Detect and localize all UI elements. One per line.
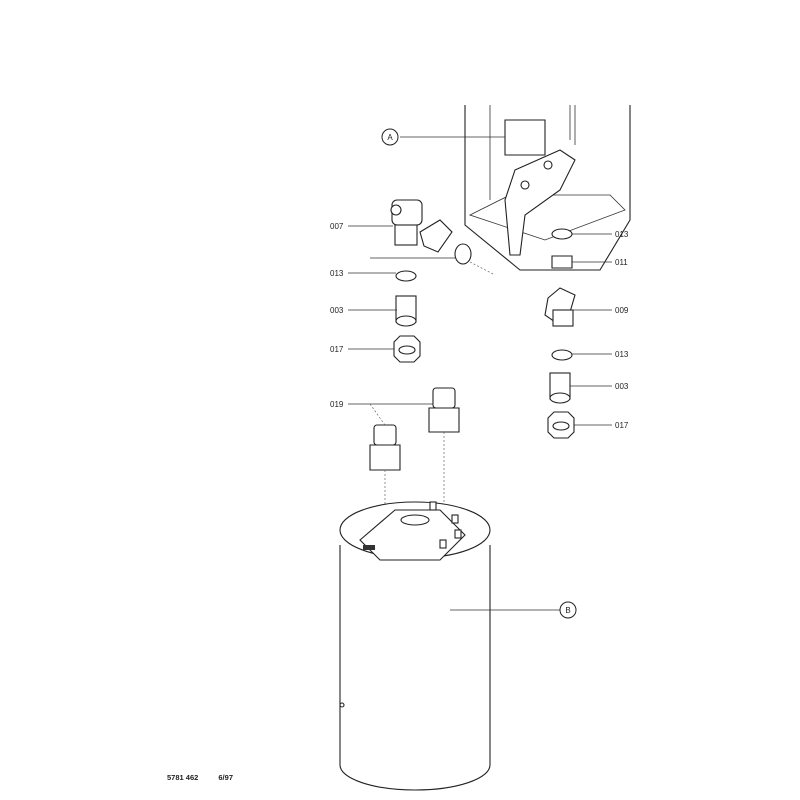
callout-a: A xyxy=(381,128,399,146)
part-label: 013 xyxy=(615,350,629,359)
part-label: 013 xyxy=(615,230,629,239)
part-label: 011 xyxy=(615,258,628,267)
pipe-003-right xyxy=(549,372,571,404)
footer: 5781 462 6/97 xyxy=(167,773,251,782)
seal-013 xyxy=(395,270,417,282)
part-label: 003 xyxy=(615,382,629,391)
fittings-019 xyxy=(369,387,460,545)
valve-007 xyxy=(390,199,453,253)
nut-017-right xyxy=(547,411,575,439)
part-label: 019 xyxy=(330,400,344,409)
part-label: 013 xyxy=(330,269,344,278)
callout-b: B xyxy=(559,601,577,619)
pipe-003 xyxy=(395,295,417,327)
seal-013-right xyxy=(551,228,573,240)
seal-ring xyxy=(454,243,472,265)
part-label: 017 xyxy=(330,345,344,354)
nipple-011 xyxy=(551,255,573,269)
part-label: 007 xyxy=(330,222,344,231)
callout-b-label: B xyxy=(565,606,570,615)
doc-date: 6/97 xyxy=(218,773,233,782)
nut-017 xyxy=(393,335,421,363)
doc-number: 5781 462 xyxy=(167,773,199,782)
part-label: 009 xyxy=(615,306,629,315)
leader-lines xyxy=(348,136,612,611)
storage-tank xyxy=(339,501,491,791)
boiler-unit xyxy=(464,105,631,276)
seal-013-right-2 xyxy=(551,349,573,361)
part-label: 003 xyxy=(330,306,344,315)
callout-a-label: A xyxy=(387,133,393,142)
part-label: 017 xyxy=(615,421,629,430)
valve-009 xyxy=(544,287,576,327)
